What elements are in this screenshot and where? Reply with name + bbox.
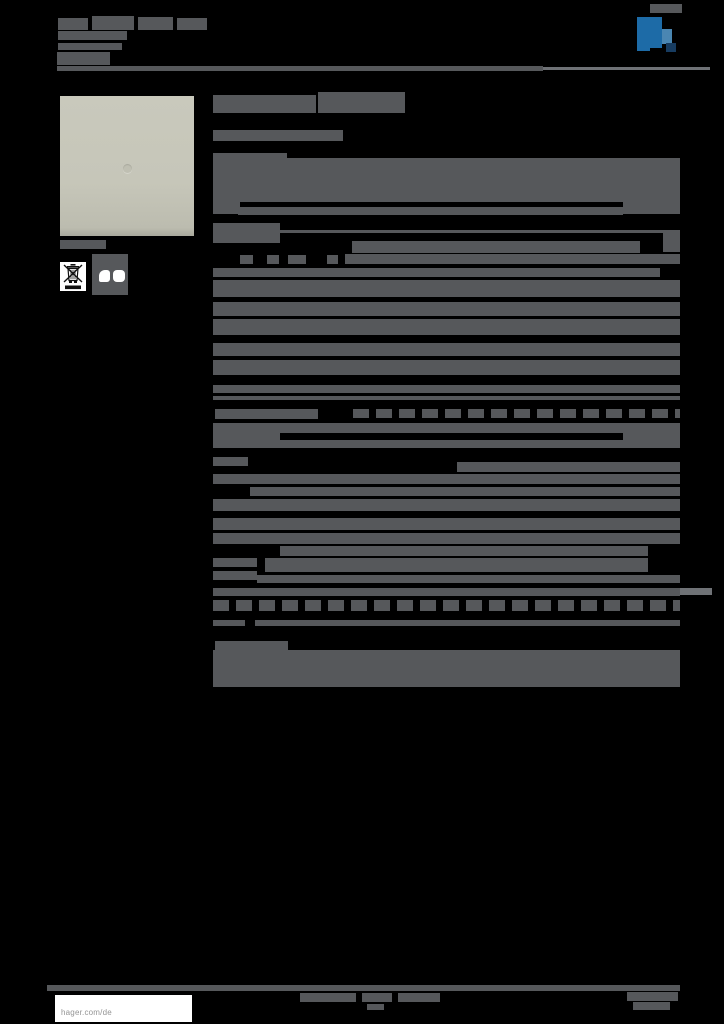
redacted-text-bar: [92, 16, 134, 30]
redacted-text-bar: [213, 588, 680, 596]
redacted-text-bar: [240, 255, 253, 264]
redacted-text-bar: [318, 92, 405, 113]
redacted-text-bar: [362, 993, 392, 1002]
redacted-text-bar: [238, 207, 623, 215]
redacted-text-bar: [250, 487, 680, 496]
footer-website-box: hager.com/de: [55, 995, 192, 1022]
redacted-text-bar: [213, 600, 680, 611]
product-image: [60, 96, 194, 236]
logo-dark-block: [666, 43, 676, 52]
redacted-text-bar: [213, 571, 257, 580]
redacted-text-bar: [633, 1002, 670, 1010]
redacted-text-bar: [57, 52, 110, 65]
redacted-text-bar: [213, 518, 680, 530]
weee-crossed-out-bin-icon: [60, 262, 86, 291]
certification-glyph: [99, 270, 110, 282]
redacted-text-bar: [213, 130, 343, 141]
footer-website-link[interactable]: hager.com/de: [61, 1008, 112, 1017]
redacted-text-bar: [60, 240, 106, 249]
redacted-text-bar: [288, 255, 306, 264]
redacted-text-bar: [47, 985, 680, 991]
redacted-text-bar: [680, 588, 712, 595]
certification-glyph: [113, 270, 125, 282]
redacted-text-bar: [353, 409, 680, 418]
redacted-text-bar: [267, 255, 279, 264]
redacted-text-bar: [213, 474, 680, 484]
redacted-text-bar: [213, 396, 680, 400]
redacted-text-bar: [213, 423, 680, 433]
redacted-text-bar: [663, 230, 680, 252]
redacted-text-bar: [213, 558, 257, 567]
redacted-text-bar: [257, 575, 680, 583]
redacted-text-bar: [213, 280, 680, 297]
redacted-text-bar: [213, 233, 280, 243]
hager-logo-icon: [630, 0, 690, 60]
redacted-text-bar: [213, 302, 680, 316]
logo-redacted-chip: [650, 4, 682, 13]
redacted-text-bar: [213, 360, 680, 375]
redacted-text-bar: [213, 223, 280, 233]
redacted-text-bar: [255, 620, 680, 626]
redacted-text-bar: [623, 202, 680, 214]
redacted-text-bar: [213, 533, 680, 544]
redacted-text-bar: [213, 95, 316, 113]
redacted-text-bar: [345, 254, 680, 264]
redacted-text-bar: [367, 1004, 384, 1010]
redacted-text-bar: [213, 268, 660, 277]
redacted-text-bar: [213, 153, 287, 162]
redacted-text-bar: [58, 31, 127, 40]
redacted-text-bar: [623, 433, 680, 440]
redacted-text-bar: [213, 202, 240, 214]
redacted-text-bar: [57, 66, 543, 71]
redacted-text-bar: [215, 409, 318, 419]
certification-mark-icon: [92, 254, 128, 295]
redacted-text-bar: [213, 319, 680, 335]
redacted-text-bar: [213, 457, 248, 466]
redacted-text-bar: [280, 546, 648, 556]
logo-light-block: [662, 29, 672, 44]
redacted-text-bar: [543, 67, 710, 70]
redacted-text-bar: [627, 992, 678, 1001]
redacted-text-bar: [213, 650, 680, 687]
redacted-text-bar: [215, 641, 288, 650]
redacted-text-bar: [213, 499, 680, 511]
redacted-text-bar: [213, 620, 245, 626]
redacted-text-bar: [177, 18, 207, 30]
redacted-text-bar: [213, 440, 680, 448]
redacted-text-bar: [58, 18, 88, 30]
redacted-text-bar: [398, 993, 440, 1002]
logo-blue-square: [637, 46, 650, 51]
redacted-text-bar: [213, 433, 280, 440]
redacted-text-bar: [213, 385, 680, 393]
redacted-text-bar: [457, 462, 680, 472]
redacted-text-bar: [213, 343, 680, 356]
redacted-text-bar: [138, 17, 173, 30]
logo-blue-square: [637, 17, 662, 48]
redacted-text-bar: [213, 158, 680, 202]
redacted-text-bar: [265, 558, 648, 572]
redacted-text-bar: [300, 993, 356, 1002]
redacted-text-bar: [280, 230, 680, 233]
redacted-text-bar: [352, 241, 640, 253]
rocker-center-mark: [123, 164, 132, 173]
weee-bin-glyph: [63, 264, 83, 290]
redacted-text-bar: [327, 255, 338, 264]
redacted-text-bar: [58, 43, 122, 50]
